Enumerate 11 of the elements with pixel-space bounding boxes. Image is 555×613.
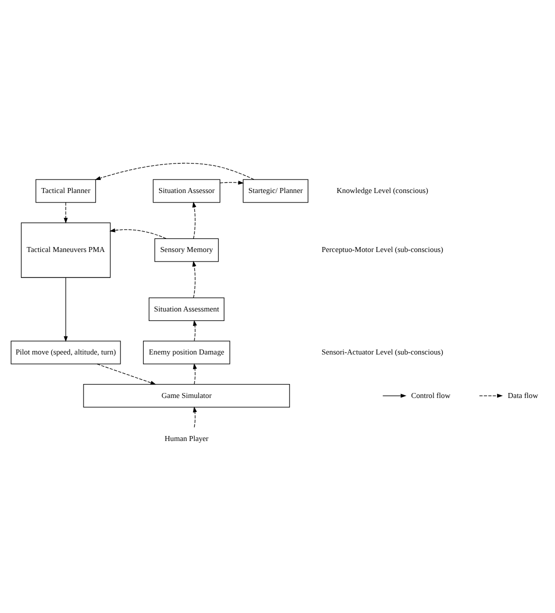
arrow [220,180,244,185]
arrow [109,228,166,239]
arrow [192,363,197,384]
arrow [192,260,196,298]
arrow [192,320,197,342]
arrow [94,162,254,180]
arrow [192,406,197,428]
arrow [96,364,156,385]
arrow [64,202,68,224]
arrow [192,202,196,240]
arrow [64,277,68,342]
